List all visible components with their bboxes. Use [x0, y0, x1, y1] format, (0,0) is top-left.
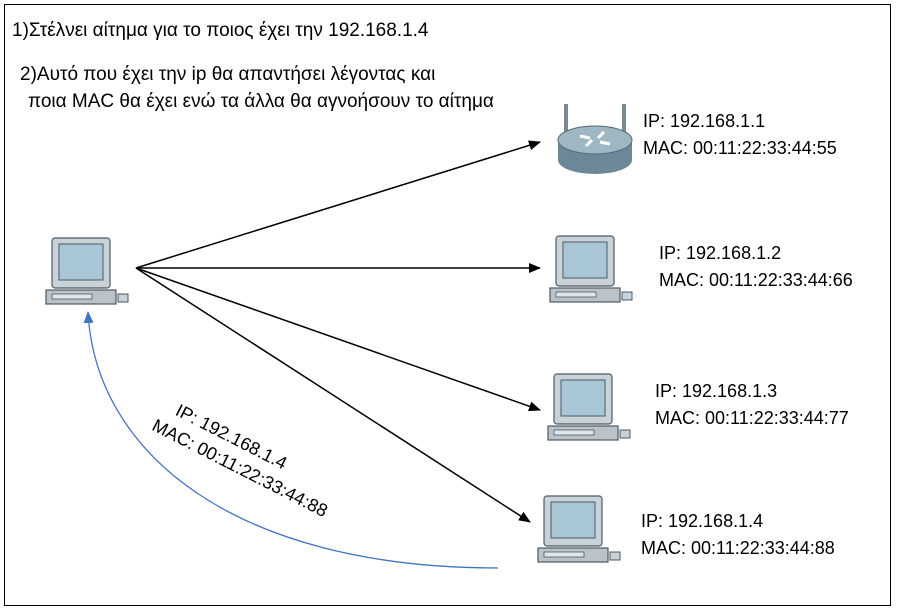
device-4-label: IP: 192.168.1.4 MAC: 00:11:22:33:44:88	[641, 508, 835, 562]
device-1-ip: IP: 192.168.1.1	[643, 111, 766, 131]
device-4-mac: MAC: 00:11:22:33:44:88	[641, 538, 835, 558]
device-2-label: IP: 192.168.1.2 MAC: 00:11:22:33:44:66	[659, 240, 853, 294]
router-icon	[557, 104, 633, 174]
step1-text: 1)Στέλνει αίτημα για το ποιος έχει την 1…	[12, 20, 429, 41]
device-2-mac: MAC: 00:11:22:33:44:66	[659, 270, 853, 290]
device-1-mac: MAC: 00:11:22:33:44:55	[643, 138, 837, 158]
sender-computer-icon	[45, 237, 129, 305]
device-4-ip: IP: 192.168.1.4	[641, 511, 764, 531]
device-2-computer-icon	[549, 235, 633, 303]
device-3-label: IP: 192.168.1.3 MAC: 00:11:22:33:44:77	[655, 378, 849, 432]
step2-line2-text: ποια MAC θα έχει ενώ τα άλλα θα αγνοήσου…	[28, 91, 494, 112]
device-2-ip: IP: 192.168.1.2	[659, 243, 782, 263]
device-3-computer-icon	[547, 373, 631, 441]
step2-line1-text: 2)Αυτό που έχει την ip θα απαντήσει λέγο…	[20, 64, 436, 85]
request-arrow-4	[135, 267, 531, 523]
request-arrow-3	[135, 267, 541, 412]
reply-arrow	[83, 311, 499, 569]
device-4-computer-icon	[537, 495, 621, 563]
diagram-frame	[4, 4, 891, 606]
device-3-ip: IP: 192.168.1.3	[655, 381, 778, 401]
request-arrow-1	[135, 140, 541, 269]
device-1-label: IP: 192.168.1.1 MAC: 00:11:22:33:44:55	[643, 108, 837, 162]
device-3-mac: MAC: 00:11:22:33:44:77	[655, 408, 849, 428]
